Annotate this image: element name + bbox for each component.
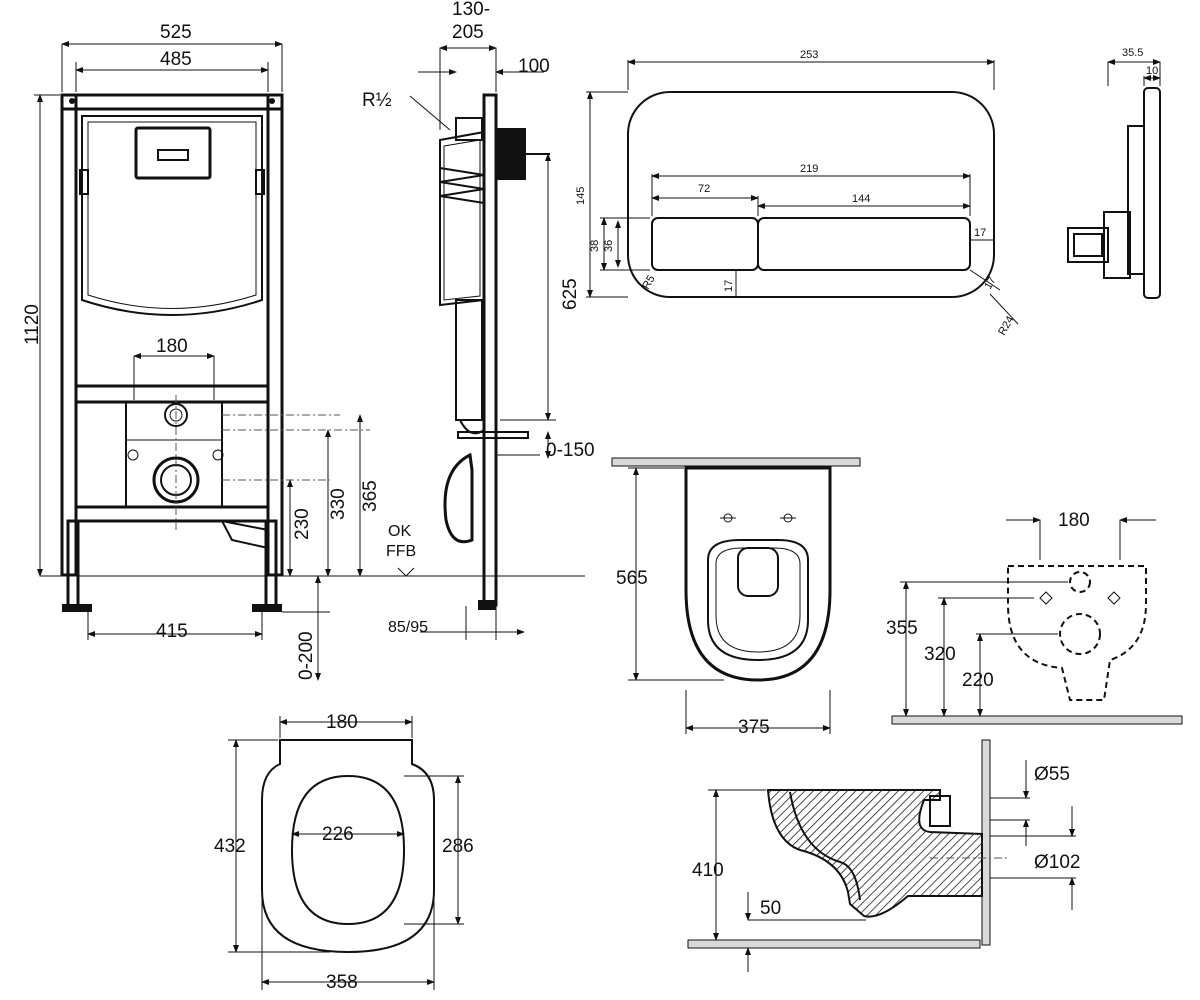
dim-415: 415 bbox=[156, 621, 188, 642]
label-r5: R5 bbox=[640, 273, 657, 291]
bowl-back-view bbox=[891, 517, 1183, 725]
dim-17-bottom: 17 bbox=[723, 280, 735, 292]
bowl-side-section bbox=[687, 739, 1076, 972]
dim-253: 253 bbox=[800, 49, 818, 61]
dim-485: 485 bbox=[160, 49, 192, 70]
label-ffb: FFB bbox=[386, 543, 416, 560]
dim-565: 565 bbox=[616, 568, 648, 589]
dim-dia102: Ø102 bbox=[1034, 852, 1080, 873]
dim-145: 145 bbox=[575, 187, 587, 205]
label-r24: R24 bbox=[996, 314, 1016, 337]
frame-side-view bbox=[439, 93, 550, 610]
dim-432: 432 bbox=[214, 836, 246, 857]
dim-100: 100 bbox=[518, 56, 550, 77]
label-thread: R½ bbox=[362, 90, 392, 111]
seat-top-view bbox=[228, 716, 464, 990]
dim-1120: 1120 bbox=[22, 304, 43, 345]
dim-226: 226 bbox=[322, 824, 354, 845]
dim-17-corner: 17 bbox=[982, 275, 999, 292]
dim-85-95: 85/95 bbox=[388, 619, 428, 636]
dim-320: 320 bbox=[924, 644, 956, 665]
dim-35-5: 35.5 bbox=[1122, 47, 1143, 59]
dim-dia55: Ø55 bbox=[1034, 764, 1070, 785]
dim-330: 330 bbox=[328, 488, 349, 520]
dim-625: 625 bbox=[560, 278, 581, 310]
dim-230: 230 bbox=[292, 508, 313, 540]
dim-17-right: 17 bbox=[974, 227, 986, 239]
flush-plate-side-view bbox=[1067, 59, 1161, 299]
frame-front-view bbox=[60, 93, 370, 612]
dim-38: 38 bbox=[589, 240, 601, 252]
frame-front-dimensions bbox=[34, 41, 363, 681]
dim-355: 355 bbox=[886, 618, 918, 639]
dim-219: 219 bbox=[800, 163, 818, 175]
dim-72: 72 bbox=[698, 183, 710, 195]
dim-144: 144 bbox=[852, 193, 870, 205]
dim-205: 205 bbox=[452, 22, 484, 43]
dim-358: 358 bbox=[326, 972, 358, 993]
dim-180-seat: 180 bbox=[326, 712, 358, 733]
frame-side-dimensions bbox=[397, 45, 556, 640]
flush-plate-front-view bbox=[586, 59, 1019, 325]
label-ok: OK bbox=[388, 523, 411, 540]
dim-130: 130- bbox=[452, 0, 490, 20]
dim-180-frame: 180 bbox=[156, 336, 188, 357]
dim-286: 286 bbox=[442, 836, 474, 857]
dim-375: 375 bbox=[738, 717, 770, 738]
dim-180-bowl: 180 bbox=[1058, 510, 1090, 531]
dim-10: 10 bbox=[1146, 65, 1158, 77]
dim-365: 365 bbox=[360, 480, 381, 512]
dim-0-150: 0-150 bbox=[546, 440, 595, 461]
dim-410: 410 bbox=[692, 860, 724, 881]
bowl-top-view bbox=[611, 457, 861, 734]
dim-50: 50 bbox=[760, 898, 781, 919]
dim-0-200: 0-200 bbox=[296, 631, 317, 680]
dim-36: 36 bbox=[603, 240, 615, 252]
dim-525: 525 bbox=[160, 22, 192, 43]
dim-220: 220 bbox=[962, 670, 994, 691]
